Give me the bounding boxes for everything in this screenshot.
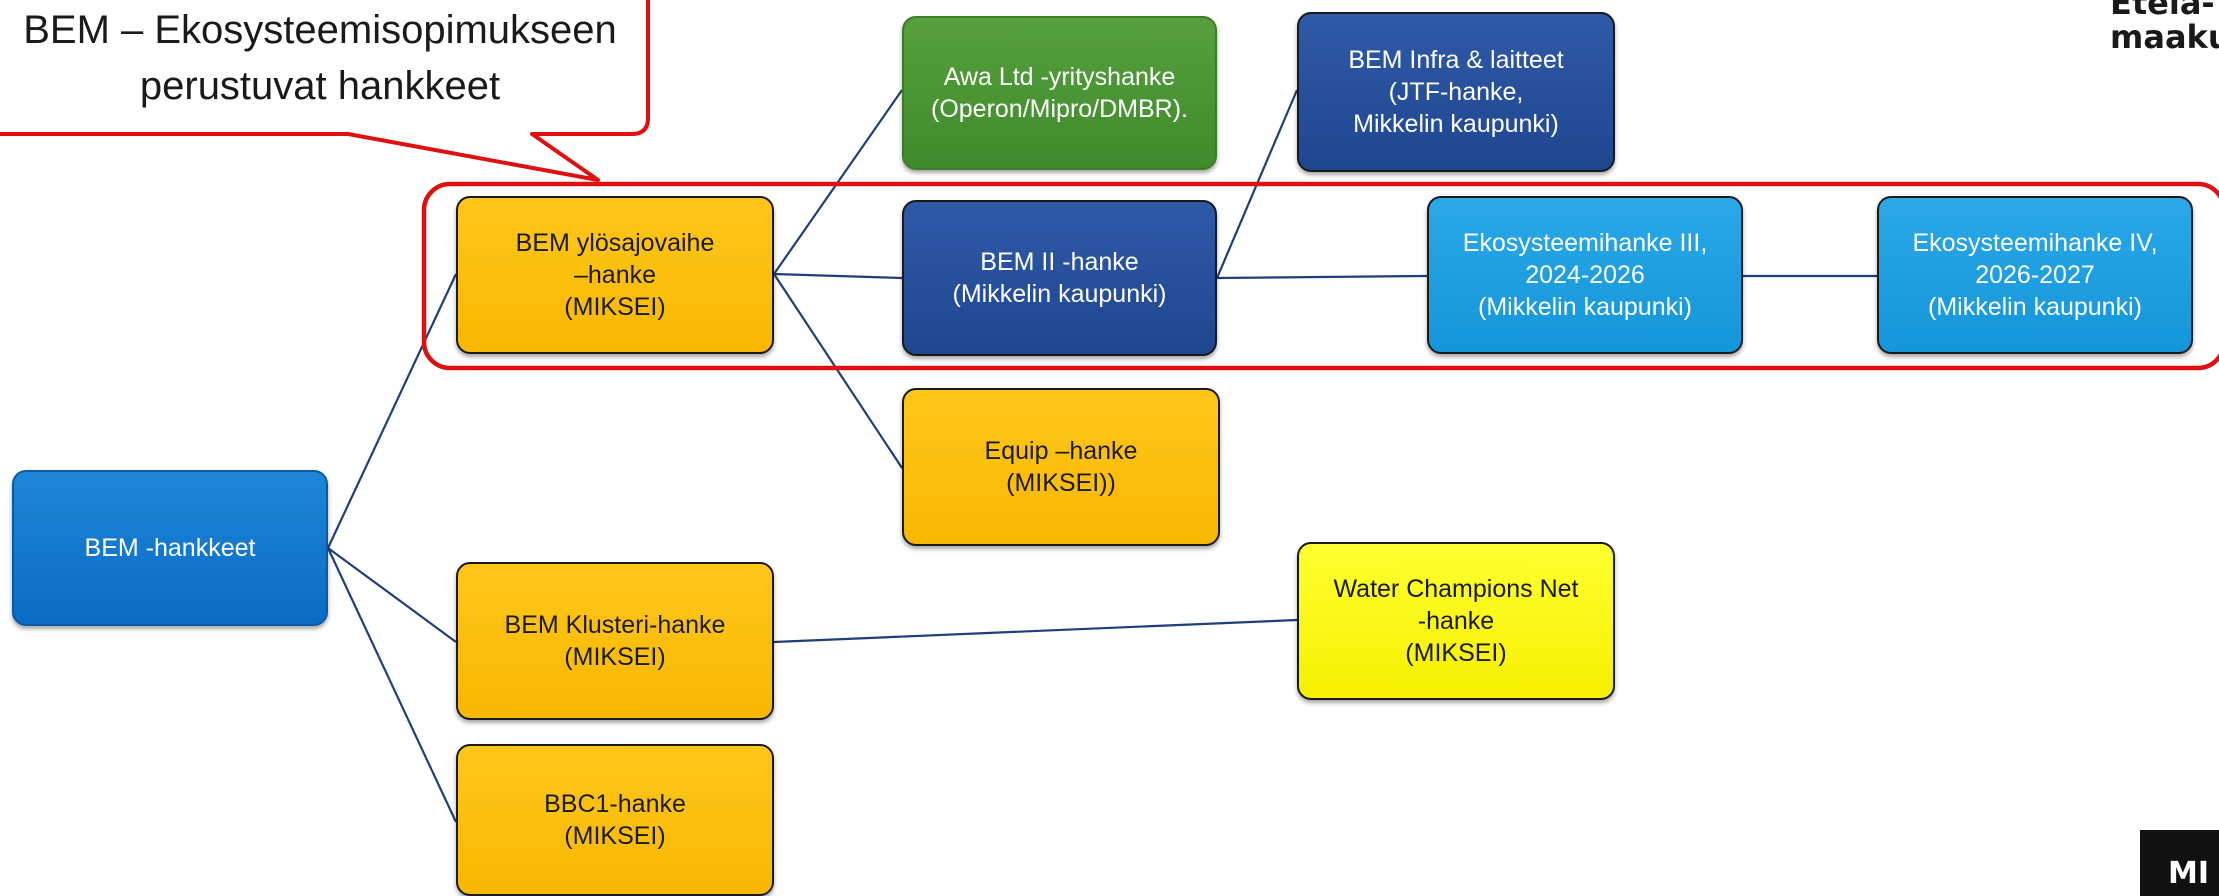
node-bbc1: BBC1-hanke (MIKSEI) [456,744,774,896]
connector-hankkeet-bbc1 [327,547,457,823]
node-equip: Equip –hanke (MIKSEI)) [902,388,1220,546]
node-water-champions: Water Champions Net -hanke (MIKSEI) [1297,542,1615,700]
node-bem-klusteri: BEM Klusteri-hanke (MIKSEI) [456,562,774,720]
node-bem-ylosajovaihe: BEM ylösajovaihe –hanke (MIKSEI) [456,196,774,354]
highlight-frame [421,181,2219,371]
connector-hankkeet-klusteri [327,547,457,643]
connector-ylosajovaihe-bemii [773,272,903,280]
connector-lines [327,89,1877,823]
node-bem-infra: BEM Infra & laitteet (JTF-hanke, Mikkeli… [1297,12,1615,172]
node-bem-ii: BEM II -hanke (Mikkelin kaupunki) [902,200,1217,356]
connector-hankkeet-ylosajovaihe [327,273,457,549]
callout-title: BEM – Ekosysteemisopimukseen perustuvat … [23,8,617,108]
connector-bemii-eko3 [1216,274,1428,280]
node-ekosysteemihanke-iii: Ekosysteemihanke III, 2024-2026 (Mikkeli… [1427,196,1743,354]
node-awa-ltd: Awa Ltd -yrityshanke (Operon/Mipro/DMBR)… [902,16,1217,170]
connector-ylosajovaihe-equip [773,273,903,469]
connector-klusteri-water [773,618,1298,644]
logo-text: Etelä- maaku [2110,0,2219,56]
node-ekosysteemihanke-iv: Ekosysteemihanke IV, 2026-2027 (Mikkelin… [1877,196,2193,354]
node-bem-hankkeet: BEM -hankkeet [12,470,328,626]
corner-badge: MI [2140,830,2219,896]
callout-shape [0,0,650,182]
